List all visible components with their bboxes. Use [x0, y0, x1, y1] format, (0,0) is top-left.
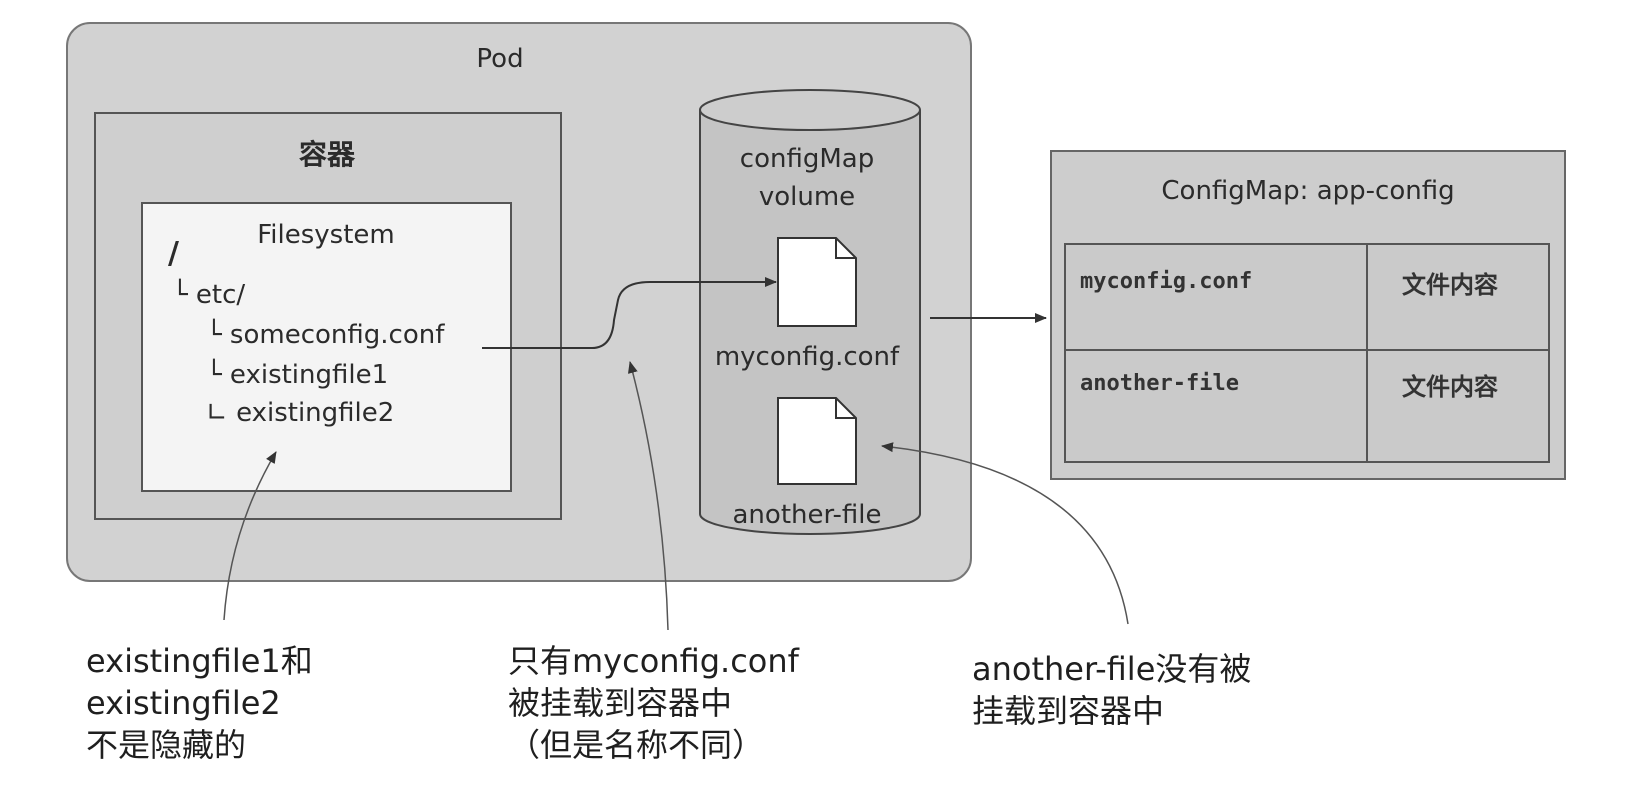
tree-item-existingfile1: └ existingfile1	[206, 360, 388, 390]
file-icon	[777, 237, 857, 327]
tree-label: existingfile2	[236, 398, 395, 428]
caption-line: 挂载到容器中	[972, 692, 1165, 730]
caption-line: existingfile2	[86, 684, 281, 722]
pod-label: Pod	[476, 44, 524, 74]
container-label: 容器	[298, 138, 355, 171]
volume-label-line2: volume	[758, 182, 856, 212]
caption-middle: 只有myconfig.conf 被挂载到容器中 （但是名称不同）	[508, 640, 799, 766]
tree-branch-icon: └	[206, 320, 222, 350]
tree-label: existingfile1	[229, 360, 389, 390]
caption-line: （但是名称不同）	[508, 726, 765, 764]
configmap-title: ConfigMap: app-config	[1161, 176, 1455, 206]
configmap-key: myconfig.conf	[1080, 269, 1253, 294]
configmap-key: another-file	[1080, 371, 1239, 396]
table-divider	[1366, 245, 1368, 461]
configmap-value: 文件内容	[1402, 271, 1498, 299]
tree-item-someconfig: └ someconfig.conf	[206, 320, 444, 350]
caption-right-pointer	[881, 442, 1129, 625]
file-icon	[777, 397, 857, 485]
configmap-table: myconfig.conf 文件内容 another-file 文件内容	[1064, 243, 1550, 463]
root-path: /	[168, 236, 179, 271]
caption-line: 只有myconfig.conf	[508, 642, 799, 680]
caption-line: existingfile1和	[86, 642, 313, 680]
tree-label: etc/	[195, 280, 246, 310]
volume-file-another: another-file	[732, 500, 882, 530]
caption-right: another-file没有被 挂载到容器中	[972, 648, 1251, 732]
table-divider	[1066, 349, 1548, 351]
volume-file-myconfig: myconfig.conf	[714, 342, 900, 372]
tree-label: someconfig.conf	[229, 320, 445, 350]
tree-item-existingfile2: ∟ existingfile2	[206, 398, 394, 428]
mount-arrow	[482, 277, 777, 349]
caption-left-pointer	[223, 451, 277, 621]
caption-line: another-file没有被	[972, 650, 1252, 688]
caption-line: 被挂载到容器中	[508, 684, 733, 722]
tree-branch-icon: └	[172, 280, 188, 310]
tree-branch-icon: └	[206, 360, 222, 390]
configmap-value: 文件内容	[1402, 373, 1498, 401]
tree-branch-icon: ∟	[206, 398, 228, 428]
caption-middle-pointer	[627, 361, 669, 631]
filesystem-label: Filesystem	[257, 220, 395, 250]
tree-item-etc: └ etc/	[172, 280, 245, 310]
volume-label-line1: configMap	[739, 144, 875, 174]
caption-line: 不是隐藏的	[86, 726, 247, 764]
caption-left: existingfile1和 existingfile2 不是隐藏的	[86, 640, 313, 766]
